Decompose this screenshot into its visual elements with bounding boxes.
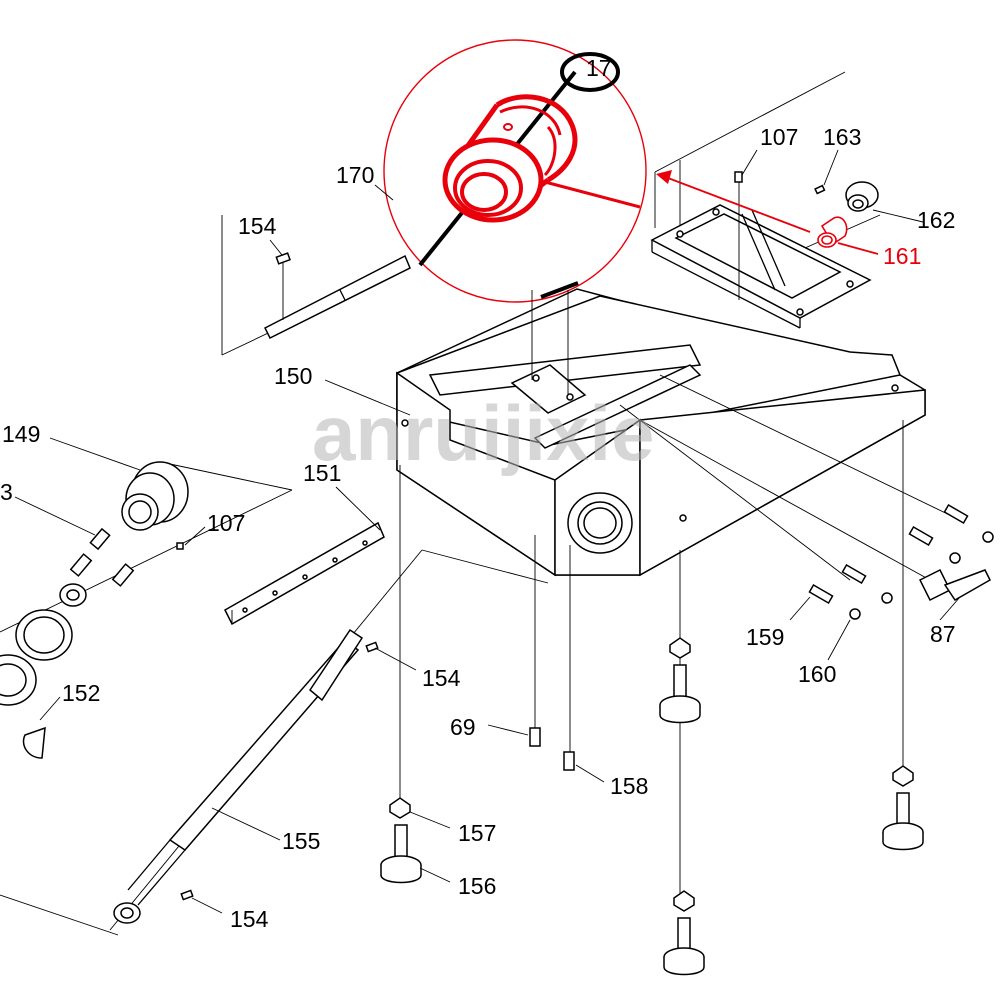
callout-17-partial: 17 (586, 55, 612, 81)
rod-151 (224, 521, 385, 626)
callout-158: 158 (610, 773, 648, 799)
motor-mount-plate (650, 178, 872, 329)
shaft-170 (263, 252, 411, 340)
callout-170: 170 (336, 162, 374, 188)
callout-3-partial: 3 (0, 479, 13, 505)
callout-155: 155 (282, 828, 320, 854)
callout-157: 157 (458, 820, 496, 846)
callout-151: 151 (303, 460, 341, 486)
callout-154-b: 154 (422, 665, 461, 691)
shaft-155 (113, 628, 364, 924)
leader-lines (14, 149, 961, 914)
callout-154-a: 154 (238, 213, 277, 239)
callout-163: 163 (823, 124, 861, 150)
zoom-detail-circle (383, 39, 647, 303)
callout-156: 156 (458, 873, 496, 899)
callout-69: 69 (450, 714, 476, 740)
base-body (396, 288, 926, 577)
callout-152: 152 (62, 680, 100, 706)
gear-assembly-top (734, 171, 881, 249)
callout-87: 87 (930, 621, 956, 647)
handle-87-assembly (619, 374, 994, 620)
callout-161-highlighted: 161 (883, 243, 921, 269)
watermark-text: anruijixie (312, 389, 654, 477)
leveling-feet (180, 420, 924, 976)
callout-149: 149 (2, 421, 40, 447)
callout-107-left: 107 (207, 510, 245, 536)
part-161-bushing (817, 216, 879, 255)
bearing-housing-149 (0, 461, 189, 759)
callout-154-c: 154 (230, 906, 269, 932)
callout-162: 162 (917, 207, 955, 233)
callout-160: 160 (798, 661, 836, 687)
callout-107-top: 107 (760, 124, 798, 150)
callout-labels: 107 163 162 161 170 154 150 149 3 107 15… (0, 55, 956, 932)
highlight-arrow (656, 170, 811, 233)
callout-150: 150 (274, 363, 312, 389)
callout-159: 159 (746, 624, 784, 650)
